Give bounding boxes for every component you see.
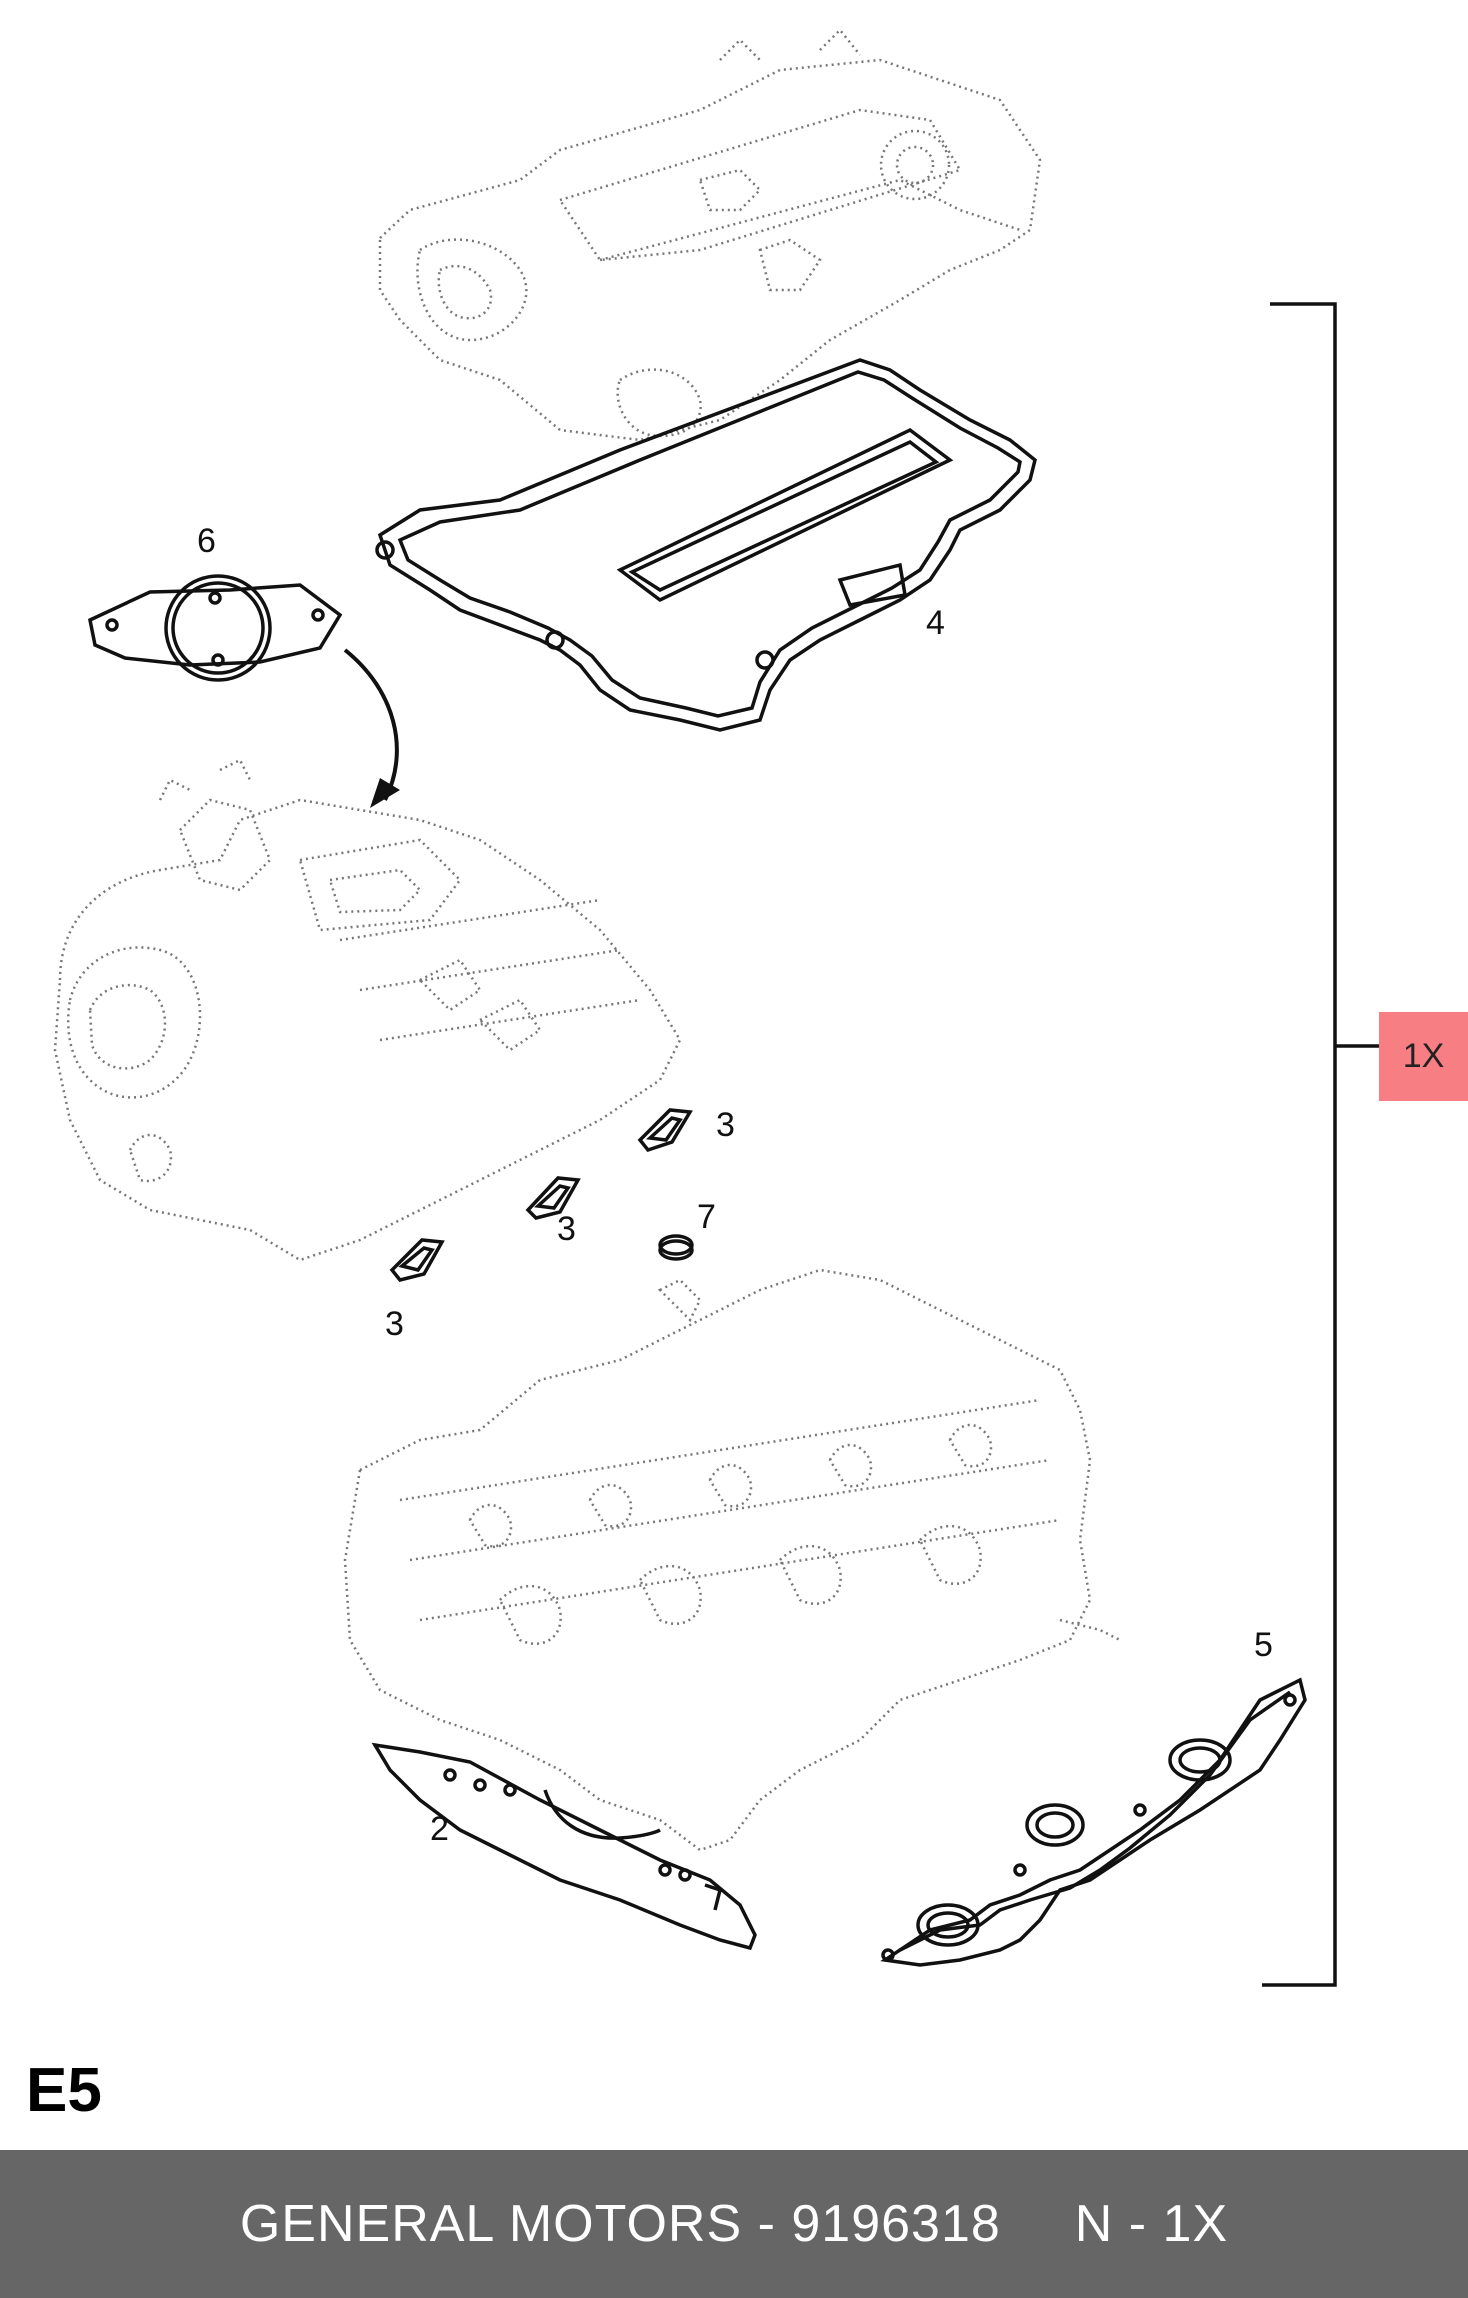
page-code: E5 <box>26 2056 102 2125</box>
seal-ring <box>658 1234 694 1261</box>
intake-manifold-illustration <box>53 758 682 1262</box>
callout-2: 2 <box>430 1810 449 1848</box>
throttle-body-gasket <box>88 574 343 682</box>
kit-bracket <box>1262 302 1379 1987</box>
camshaft-cover-illustration <box>378 28 1042 442</box>
runner-gaskets <box>389 1108 693 1282</box>
callout-4: 4 <box>926 604 945 642</box>
callout-5: 5 <box>1254 1626 1273 1664</box>
front-cover-gasket <box>371 1742 757 1951</box>
callout-3-middle: 3 <box>557 1210 576 1248</box>
callout-3-top: 3 <box>716 1106 735 1144</box>
cylinder-head-illustration <box>343 1268 1121 1852</box>
callout-7: 7 <box>697 1198 716 1236</box>
kit-quantity-badge: 1X <box>1379 1012 1468 1101</box>
quantity-label: N - 1X <box>1074 2195 1229 2253</box>
arrow-icon <box>343 648 400 808</box>
footer-bar: GENERAL MOTORS - 9196318 N - 1X <box>0 2150 1468 2298</box>
callout-6: 6 <box>197 522 216 560</box>
callout-3-bottom: 3 <box>385 1305 404 1343</box>
brand-part-number: GENERAL MOTORS - 9196318 <box>239 2195 1001 2253</box>
valve-cover-gasket <box>375 358 1037 732</box>
exhaust-manifold-gasket <box>880 1677 1307 1967</box>
parts-diagram: 6 4 3 7 3 3 5 2 <box>53 28 1379 1987</box>
